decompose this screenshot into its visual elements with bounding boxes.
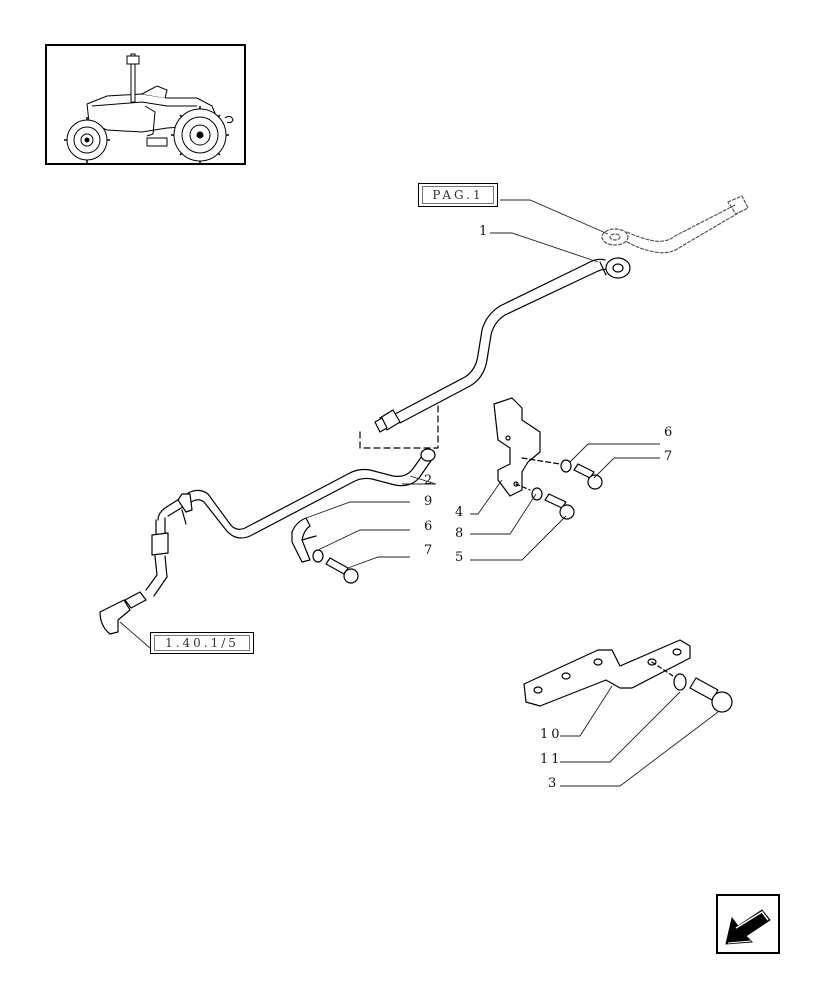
ghost-pipe [601, 195, 749, 254]
navigation-back-button[interactable] [716, 894, 780, 954]
bolt-3 [689, 677, 733, 713]
page-reference-box[interactable]: PAG.1 [418, 183, 498, 207]
pipe-part-2 [99, 448, 436, 635]
washer-11 [673, 673, 687, 691]
bolt-5 [544, 493, 575, 520]
bolt-7-left [325, 557, 359, 584]
callout-11: 11 [540, 752, 563, 767]
callout-4: 4 [455, 505, 467, 520]
callout-2: 2 [424, 473, 436, 488]
bracket-part-10 [523, 639, 691, 707]
callout-5: 5 [455, 550, 467, 565]
page-reference-label: PAG.1 [432, 188, 484, 202]
clamp-part-9 [291, 517, 317, 563]
washer-6-left [312, 549, 324, 563]
pipe-part-1 [374, 257, 631, 433]
back-arrow-icon [725, 909, 771, 945]
callout-10: 10 [540, 727, 563, 742]
washer-6-right [560, 459, 572, 473]
bolt-7-right [573, 463, 603, 490]
tractor-thumbnail-icon [64, 53, 234, 164]
bracket-part-4 [493, 397, 561, 497]
section-reference-label: 1.40.1/5 [165, 636, 239, 650]
callout-6-left: 6 [424, 519, 436, 534]
callout-3: 3 [548, 776, 560, 791]
callout-8: 8 [455, 526, 467, 541]
section-reference-box[interactable]: 1.40.1/5 [150, 632, 254, 654]
tractor-thumbnail [45, 44, 246, 165]
callout-9: 9 [424, 494, 436, 509]
callout-7-left: 7 [424, 543, 436, 558]
callout-6-right: 6 [664, 425, 676, 440]
callout-7-right: 7 [664, 449, 676, 464]
callout-1: 1 [479, 224, 491, 239]
